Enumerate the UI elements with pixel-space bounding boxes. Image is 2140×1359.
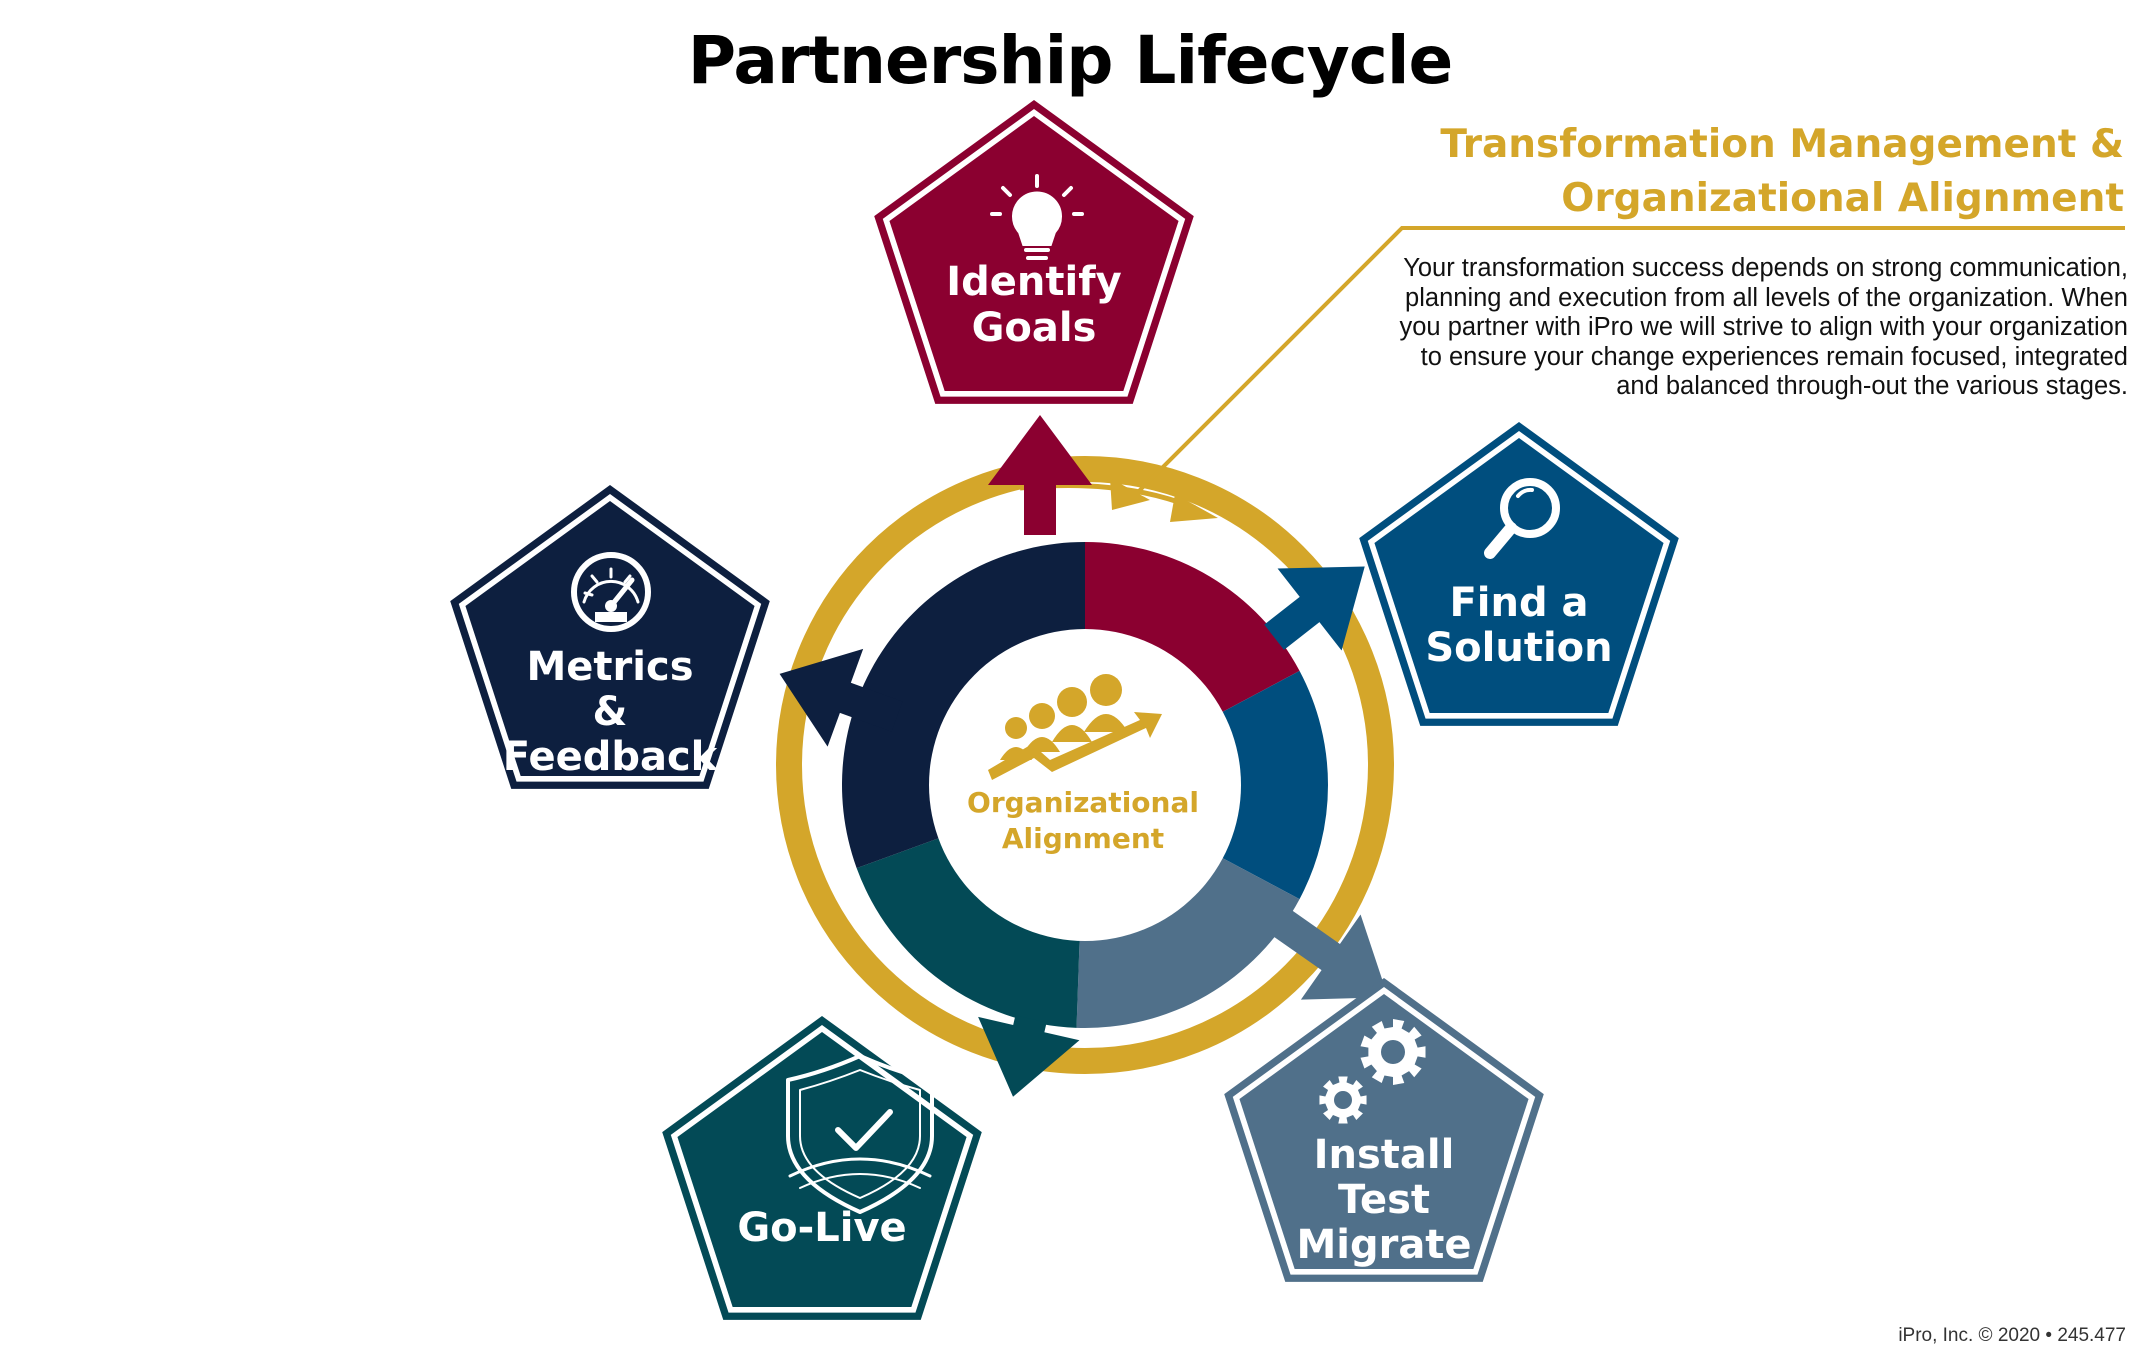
go-live-label: Go-Live	[737, 1205, 906, 1251]
page-title: Partnership Lifecycle	[687, 22, 1453, 99]
callout-leader-line	[1136, 226, 2125, 494]
side-body-line-1: Your transformation success depends on s…	[1403, 254, 2128, 282]
cycle-segment-install-test-migrate	[1076, 855, 1300, 1028]
outer-gold-ring	[776, 456, 1394, 1074]
metrics-feedback-label-line-1: Metrics	[526, 644, 693, 690]
pentagon-install-test-migrate	[1224, 978, 1544, 1282]
install-test-migrate-label-line-1: Install	[1314, 1132, 1455, 1178]
cycle-segment-find-solution	[1217, 670, 1328, 900]
cycle-arrow-metrics-feedback	[779, 648, 903, 747]
lightbulb-icon	[990, 174, 1084, 260]
pentagon-metrics-feedback	[450, 485, 770, 789]
cycle-arrows	[779, 415, 1389, 1097]
cycle-arrow-go-live	[978, 1015, 1080, 1097]
pentagon-inner-go-live	[677, 1032, 967, 1307]
callout-arrowhead	[1110, 478, 1150, 510]
cycle-arrow-identify-goals	[988, 415, 1092, 535]
footer-copyright: iPro, Inc. © 2020 • 245.477	[1898, 1325, 2126, 1346]
pentagon-inner-identify-goals	[889, 116, 1179, 391]
find-solution-label-line-2: Solution	[1425, 625, 1612, 671]
side-panel-body: Your transformation success depends on s…	[1308, 254, 2129, 402]
side-body-line-2: planning and execution from all levels o…	[1405, 283, 2128, 312]
install-test-migrate-label-line-2: Test	[1338, 1177, 1430, 1223]
cycle-segment-identify-goals	[1085, 542, 1300, 715]
pentagon-go-live	[662, 1016, 982, 1320]
side-heading-line-1: Transformation Management &	[1440, 122, 2124, 167]
identify-goals-label-line-2: Goals	[972, 305, 1097, 351]
pentagon-inner-metrics-feedback	[465, 501, 755, 776]
identify-goals-label-line-1: Identify	[946, 259, 1121, 305]
cycle-segment-metrics-feedback	[842, 541, 1085, 869]
install-test-migrate-label-line-3: Migrate	[1296, 1222, 1471, 1268]
pentagon-find-solution	[1359, 422, 1679, 726]
side-heading-line-2: Organizational Alignment	[1561, 176, 2124, 221]
side-panel-heading: Transformation Management & Organization…	[1224, 118, 2124, 226]
cycle-segment-go-live	[856, 836, 1080, 1028]
metrics-feedback-label-line-3: Feedback	[503, 734, 719, 780]
cycle-segments	[842, 541, 1328, 1028]
pentagon-inner-find-solution	[1374, 438, 1664, 713]
cycle-arrow-install-test-migrate	[1272, 909, 1389, 1000]
metrics-feedback-label-line-2: &	[593, 689, 628, 735]
callout-curve-arrowhead	[1170, 494, 1218, 522]
center-disc	[929, 629, 1241, 941]
side-body-line-5: and balanced through-out the various sta…	[1616, 372, 2128, 400]
side-body-line-3: you partner with iPro we will strive to …	[1399, 313, 2129, 341]
pentagon-inner-install-test-migrate	[1239, 994, 1529, 1269]
team-growth-icon	[988, 674, 1162, 780]
cycle-arrow-find-solution	[1264, 566, 1365, 651]
gauge-icon	[571, 552, 651, 632]
shield-check-icon	[786, 1054, 934, 1214]
magnifier-icon	[1484, 478, 1560, 559]
gears-icon	[1319, 1019, 1426, 1124]
find-solution-label-line-1: Find a	[1449, 580, 1588, 626]
center-label-line-2: Alignment	[1002, 822, 1164, 855]
side-body-line-4: to ensure your change experiences remain…	[1420, 342, 2128, 371]
center-label-line-1: Organizational	[967, 786, 1199, 819]
